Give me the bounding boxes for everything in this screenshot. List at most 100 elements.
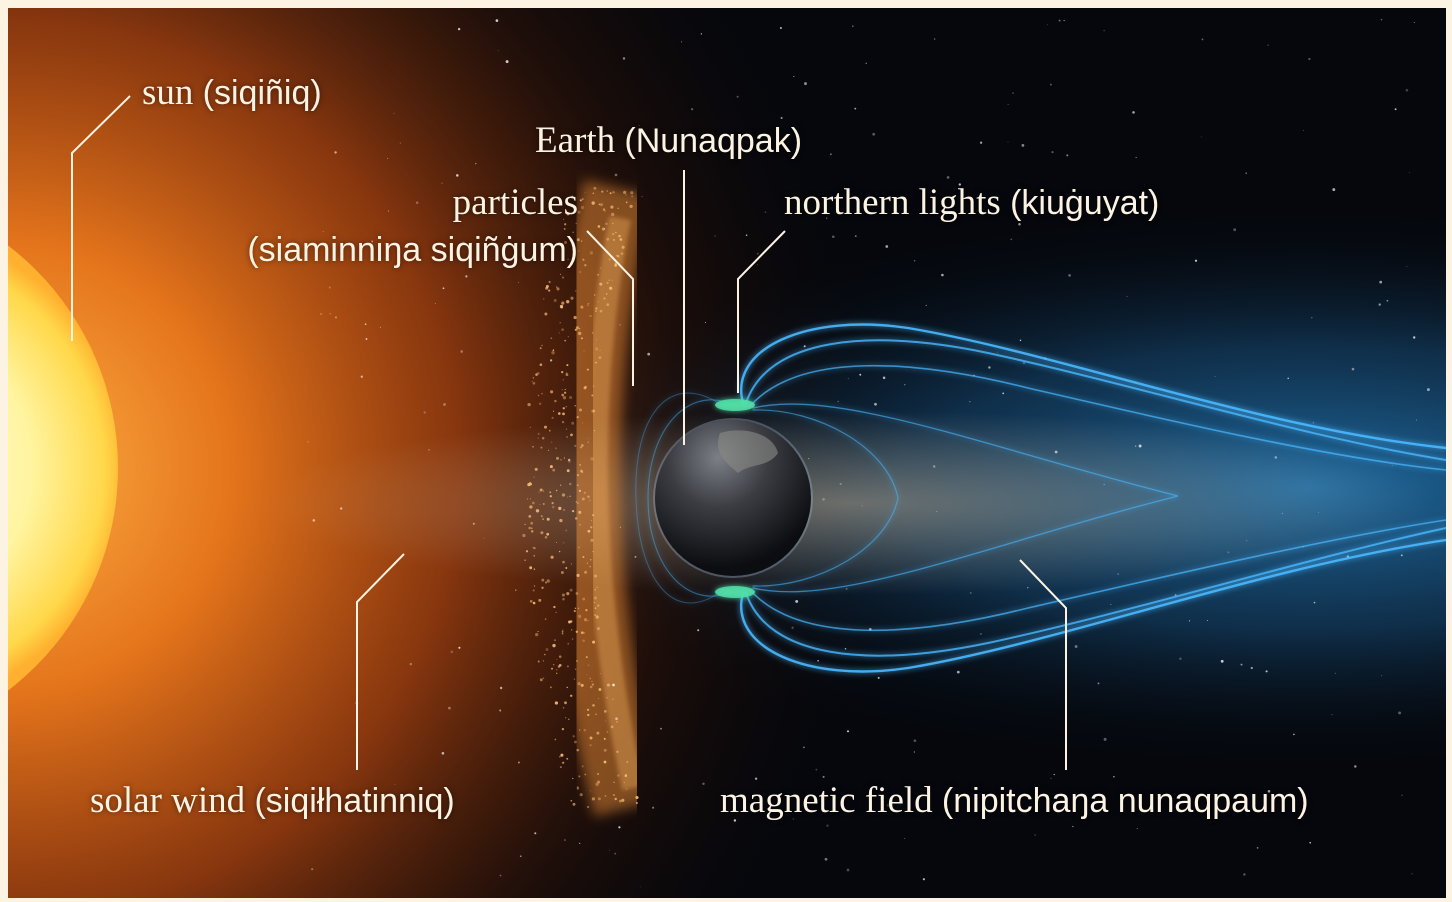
particle <box>623 781 626 784</box>
star <box>441 182 443 185</box>
star <box>1103 737 1107 741</box>
particle <box>563 227 566 230</box>
star <box>690 108 694 111</box>
particle <box>623 190 627 195</box>
particle <box>589 736 593 740</box>
star <box>334 151 337 154</box>
particle <box>581 765 584 768</box>
particle <box>529 498 532 500</box>
particle <box>609 286 613 290</box>
particle <box>603 748 607 752</box>
star <box>792 818 794 820</box>
particle <box>535 632 539 637</box>
star <box>581 471 584 474</box>
particle <box>571 629 573 631</box>
particle <box>616 750 619 753</box>
particle <box>579 199 582 202</box>
aurora-north <box>715 399 755 411</box>
star <box>1068 274 1071 277</box>
star <box>322 230 324 232</box>
particle <box>542 503 545 505</box>
star <box>1220 659 1224 663</box>
particle <box>539 488 543 492</box>
particle <box>565 372 568 375</box>
star <box>379 326 382 329</box>
star <box>1401 794 1403 796</box>
particle <box>578 331 582 336</box>
particle <box>530 530 534 533</box>
particle <box>578 510 582 514</box>
star <box>817 660 819 662</box>
particle <box>606 697 608 699</box>
star <box>1103 30 1105 32</box>
particle <box>595 615 599 619</box>
particle <box>580 205 585 210</box>
particle <box>595 307 598 310</box>
particle <box>621 798 625 802</box>
particle <box>558 506 562 511</box>
particle <box>558 550 561 553</box>
particle <box>589 499 591 501</box>
particle <box>573 610 576 613</box>
star <box>854 107 857 110</box>
star <box>861 505 863 507</box>
particle <box>552 643 556 648</box>
solar-wind-label-english: solar wind <box>90 780 255 821</box>
star <box>969 401 971 403</box>
particle <box>578 523 582 526</box>
star <box>1413 336 1416 339</box>
magnetic-field-leader-line <box>1019 559 1067 770</box>
particle <box>541 393 543 395</box>
star <box>465 275 468 278</box>
particle <box>635 801 639 805</box>
magnetic-field-label-inupiaq: (nipitchaŋa nunaqpaum) <box>941 782 1309 820</box>
star <box>1378 303 1381 306</box>
particle <box>626 760 629 764</box>
particle <box>542 677 545 680</box>
particle <box>594 294 596 296</box>
particle <box>589 677 592 680</box>
particle <box>598 688 602 691</box>
particle <box>560 242 564 246</box>
particle <box>585 656 588 659</box>
particle-dots <box>522 186 639 808</box>
particle <box>533 585 536 587</box>
particle <box>591 394 594 397</box>
particle <box>587 303 590 305</box>
particle <box>543 490 545 492</box>
particle <box>580 683 584 687</box>
star <box>824 857 828 861</box>
particle <box>577 607 580 609</box>
particle <box>570 563 573 565</box>
star <box>1200 136 1202 138</box>
particle <box>552 410 555 412</box>
star <box>334 316 338 319</box>
star <box>1054 450 1058 454</box>
particle <box>560 753 564 757</box>
particle <box>567 335 569 338</box>
star <box>534 832 537 835</box>
particle <box>575 592 579 595</box>
star <box>1413 21 1415 24</box>
star <box>1214 376 1216 377</box>
particle <box>594 601 596 604</box>
particle <box>595 361 597 364</box>
particle <box>566 591 570 596</box>
particle <box>576 787 580 790</box>
star <box>1063 19 1065 22</box>
particle <box>565 717 567 719</box>
particle <box>596 586 598 588</box>
particle <box>595 782 599 786</box>
particle <box>593 409 595 412</box>
solar-wind-label-inupiaq: (siqiłhatinniq) <box>254 782 455 820</box>
particle <box>591 201 595 205</box>
particle <box>566 212 570 216</box>
star <box>563 508 566 512</box>
particle <box>625 201 628 204</box>
particle <box>533 568 536 570</box>
particle <box>614 797 617 801</box>
particle <box>594 614 597 617</box>
star <box>847 378 849 380</box>
star <box>956 670 960 674</box>
star <box>922 878 926 881</box>
